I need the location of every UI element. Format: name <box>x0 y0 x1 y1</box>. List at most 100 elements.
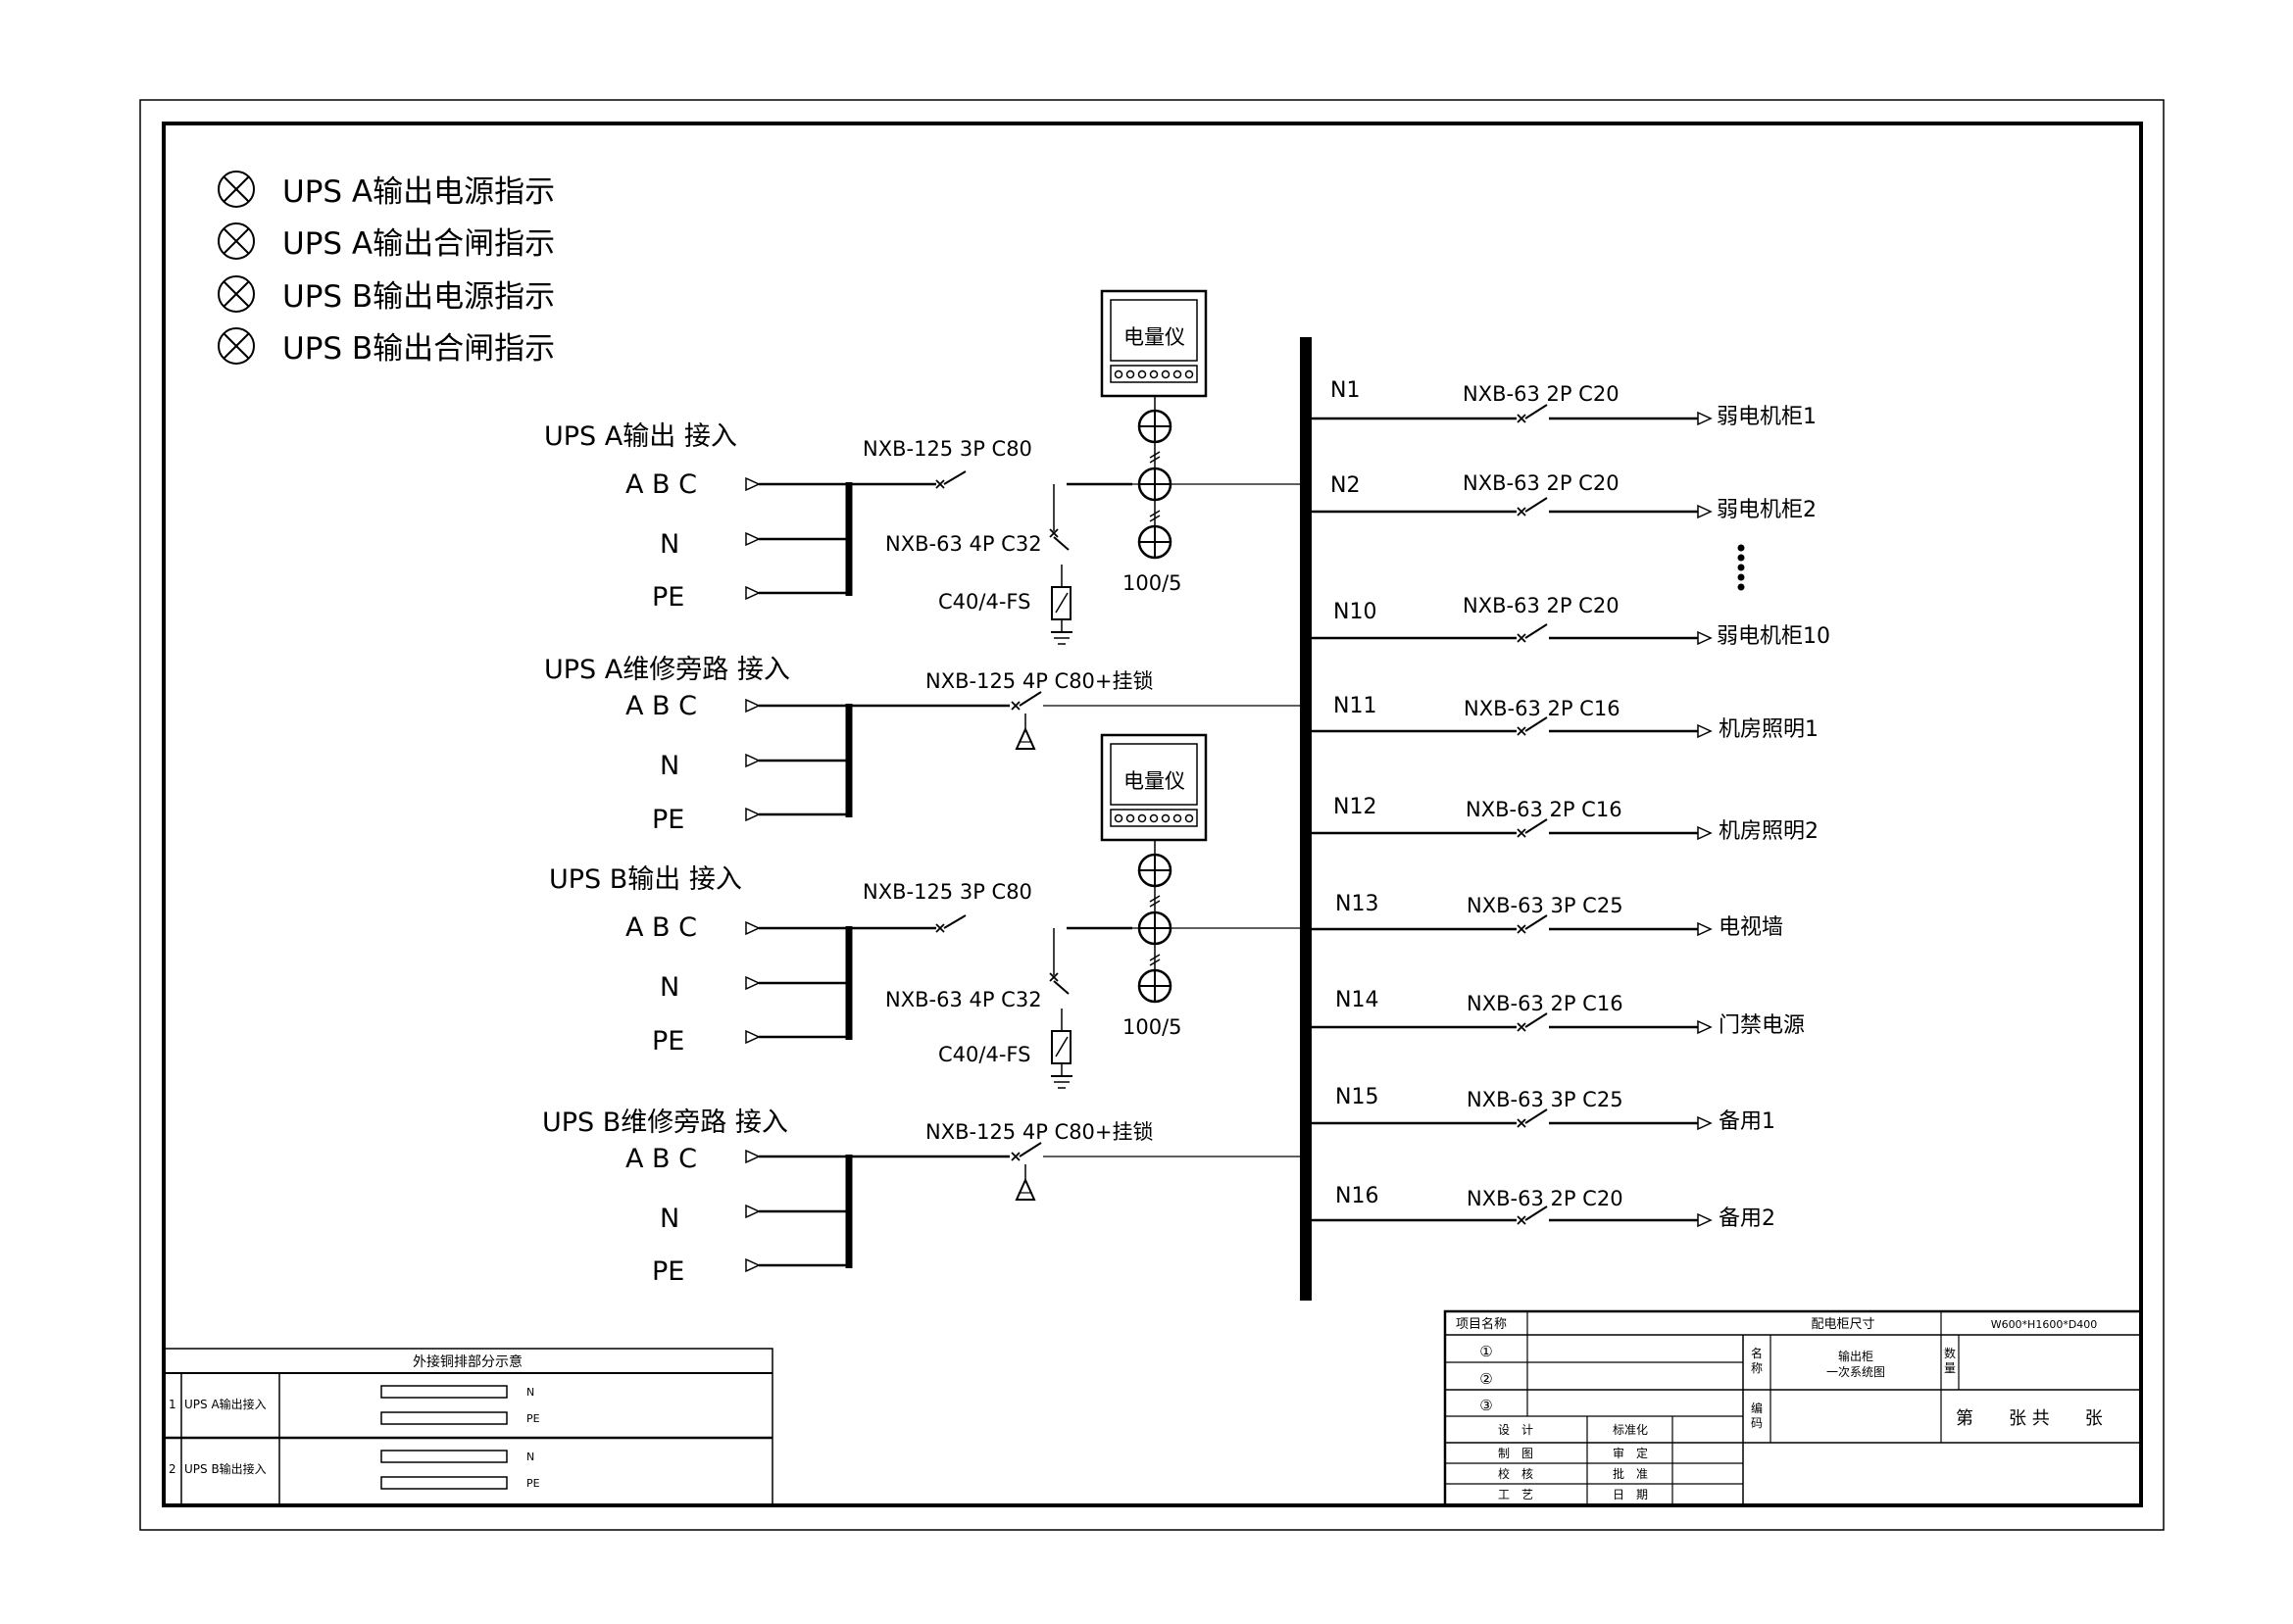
busbar-row-pe: PE <box>526 1412 540 1425</box>
busbar-row-num: 1 <box>169 1398 176 1411</box>
breaker-blade <box>1524 497 1548 513</box>
indicator-lamp-x <box>223 280 250 308</box>
feeder-breaker: NXB-63 2P C20 <box>1463 594 1620 617</box>
indicator-lamp-x <box>223 175 250 203</box>
output-feeder-n16: N16 NXB-63 2P C20 备用2 <box>1335 1184 1775 1231</box>
feeder-breaker: NXB-63 2P C20 <box>1463 471 1620 495</box>
sign-draw: 制 图 <box>1498 1447 1533 1460</box>
input-group-ups-a-output: UPS A输出 接入 A B C N PE NXB-125 3P C80 NXB… <box>544 325 1185 614</box>
feeder-breaker: NXB-63 2P C16 <box>1466 798 1622 821</box>
feeder-id: N10 <box>1333 600 1376 624</box>
phase-label: A B C <box>625 691 697 721</box>
feeder-geometry <box>1312 914 1713 937</box>
terminal-arrow <box>1697 1212 1713 1228</box>
spd-label: C40/4-FS <box>938 1043 1030 1066</box>
pe-label: PE <box>652 582 684 613</box>
n-label: N <box>660 529 679 560</box>
terminal-arrow <box>1697 504 1713 519</box>
input-group-ups-a-bypass: UPS A维修旁路 接入 A B C N PE NXB-125 4P C80+挂… <box>544 655 1154 835</box>
phase-label: A B C <box>625 912 697 943</box>
input-title: UPS B输出 接入 <box>549 864 742 895</box>
feeder-id: N14 <box>1335 988 1378 1012</box>
spd-label: C40/4-FS <box>938 590 1030 614</box>
breaker-blade <box>1524 623 1548 639</box>
continuation-dots <box>1737 544 1745 591</box>
spd-breaker-blade <box>1053 536 1070 551</box>
feeder-load: 门禁电源 <box>1719 1013 1805 1038</box>
wire <box>1149 456 1161 464</box>
project-label: 项目名称 <box>1456 1316 1507 1332</box>
feeder-breaker: NXB-63 2P C20 <box>1463 382 1620 406</box>
power-meter-key <box>1161 813 1171 823</box>
breaker-x-mark <box>1517 414 1526 423</box>
feeder-load: 备用2 <box>1719 1206 1775 1231</box>
terminal-arrow <box>1697 723 1713 739</box>
input-title: UPS A维修旁路 接入 <box>544 655 790 685</box>
terminal-arrow <box>745 920 761 936</box>
sign-review: 审 定 <box>1613 1446 1648 1460</box>
breaker-x-mark <box>1517 1215 1526 1225</box>
feeder-breaker: NXB-63 2P C20 <box>1467 1187 1623 1210</box>
feeder-geometry <box>1312 623 1713 646</box>
breaker-x-mark <box>1517 1118 1526 1128</box>
feeder-load: 机房照明1 <box>1719 717 1819 742</box>
power-meter-key <box>1161 369 1171 379</box>
phase-label: A B C <box>625 469 697 500</box>
wire <box>1149 900 1161 908</box>
indicator-lamp-x <box>223 227 250 255</box>
n-label: N <box>660 751 679 781</box>
feeder-breaker: NXB-63 2P C16 <box>1464 697 1620 720</box>
name-value-2: 一次系统图 <box>1826 1365 1885 1379</box>
feeder-breaker: NXB-63 3P C25 <box>1467 894 1623 917</box>
feeder-id: N2 <box>1330 473 1360 498</box>
breaker-blade <box>1524 1012 1548 1028</box>
legend-label-1: UPS A输出电源指示 <box>282 174 555 210</box>
busbar-row-pe: PE <box>526 1477 540 1490</box>
circle-2: ② <box>1479 1370 1492 1388</box>
power-meter-key <box>1137 369 1147 379</box>
breaker-blade <box>943 914 967 929</box>
terminal-arrow <box>745 1257 761 1273</box>
feeder-geometry <box>1312 1012 1713 1035</box>
legend-label-3: UPS B输出电源指示 <box>282 279 555 315</box>
name-label: 名称 <box>1751 1346 1763 1375</box>
busbar-table-title: 外接铜排部分示意 <box>413 1353 523 1370</box>
terminal-arrow <box>745 585 761 601</box>
breaker-blade <box>1524 404 1548 419</box>
breaker-blade <box>1019 1142 1042 1157</box>
busbar-row-name: UPS B输出接入 <box>184 1461 267 1476</box>
title-block: 项目名称 ① ② ③ 配电柜尺寸 W600*H1600*D400 名称 输出柜 … <box>1443 1309 2143 1507</box>
terminal-arrow <box>745 1204 761 1219</box>
power-meter-keypad <box>1110 809 1198 827</box>
busbar-row-n: N <box>526 1451 534 1463</box>
feeder-id: N16 <box>1335 1184 1378 1208</box>
power-meter-key <box>1137 813 1147 823</box>
busbar-row-name: UPS A输出接入 <box>184 1397 267 1411</box>
output-feeder-n15: N15 NXB-63 3P C25 备用1 <box>1335 1085 1775 1134</box>
indicator-lamp-icon <box>218 171 255 208</box>
phase-label: A B C <box>625 1144 697 1174</box>
power-meter-key <box>1172 813 1182 823</box>
ct-label: 100/5 <box>1122 1015 1182 1039</box>
feeder-id: N12 <box>1333 795 1376 819</box>
breaker-blade <box>1524 1108 1548 1124</box>
sign-standard: 标准化 <box>1613 1423 1648 1437</box>
breaker-blade <box>1524 914 1548 930</box>
pe-label: PE <box>652 1026 684 1057</box>
terminal-arrow <box>1697 825 1713 841</box>
sign-design: 设 计 <box>1498 1423 1533 1437</box>
busbar-row-n: N <box>526 1386 534 1399</box>
feeder-load: 电视墙 <box>1719 915 1783 940</box>
power-meter-key <box>1149 369 1159 379</box>
wire <box>1149 510 1161 517</box>
feeder-id: N1 <box>1330 378 1360 403</box>
output-feeder-n11: N11 NXB-63 2P C16 机房照明1 <box>1333 694 1819 742</box>
pe-label: PE <box>652 1256 684 1287</box>
feeder-geometry <box>1312 404 1713 426</box>
feeder-id: N13 <box>1335 892 1378 916</box>
wire <box>1149 954 1161 961</box>
busbar-row-num: 2 <box>169 1462 176 1476</box>
output-feeder-n13: N13 NXB-63 3P C25 电视墙 <box>1335 892 1783 940</box>
circle-3: ③ <box>1479 1397 1492 1414</box>
